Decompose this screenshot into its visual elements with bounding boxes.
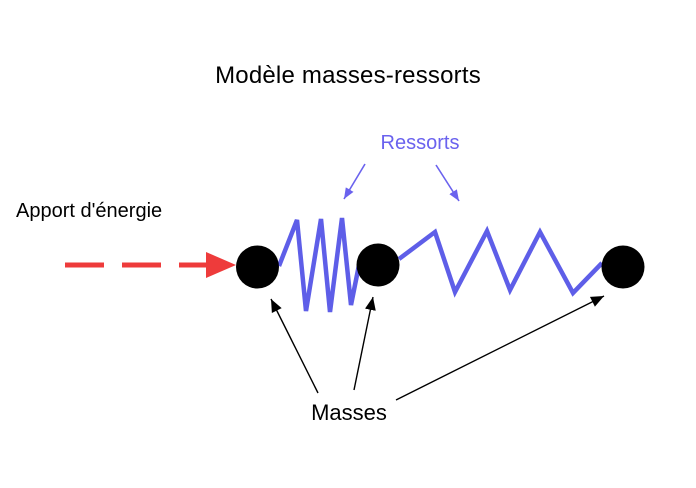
springs-pointer-arrow-right [435, 164, 460, 202]
masses-pointer-arrow-1 [270, 298, 319, 394]
springs-pointer-arrow-left [343, 163, 366, 200]
masses-pointer-arrow-2 [353, 296, 376, 391]
mass-circle-1 [236, 245, 279, 289]
masses-label: Masses [311, 400, 387, 425]
springs-label: Ressorts [380, 132, 460, 154]
mass-circle-2 [356, 243, 400, 287]
spring-stretched [397, 225, 604, 298]
energy-input-label: Apport d'énergie [16, 200, 163, 222]
masses-pointer-arrow-3 [395, 295, 605, 401]
energy-arrow-head-icon [206, 252, 236, 278]
spring-compressed [276, 217, 362, 313]
mass-circle-3 [601, 245, 645, 289]
diagram-title: Modèle masses-ressorts [215, 62, 481, 89]
